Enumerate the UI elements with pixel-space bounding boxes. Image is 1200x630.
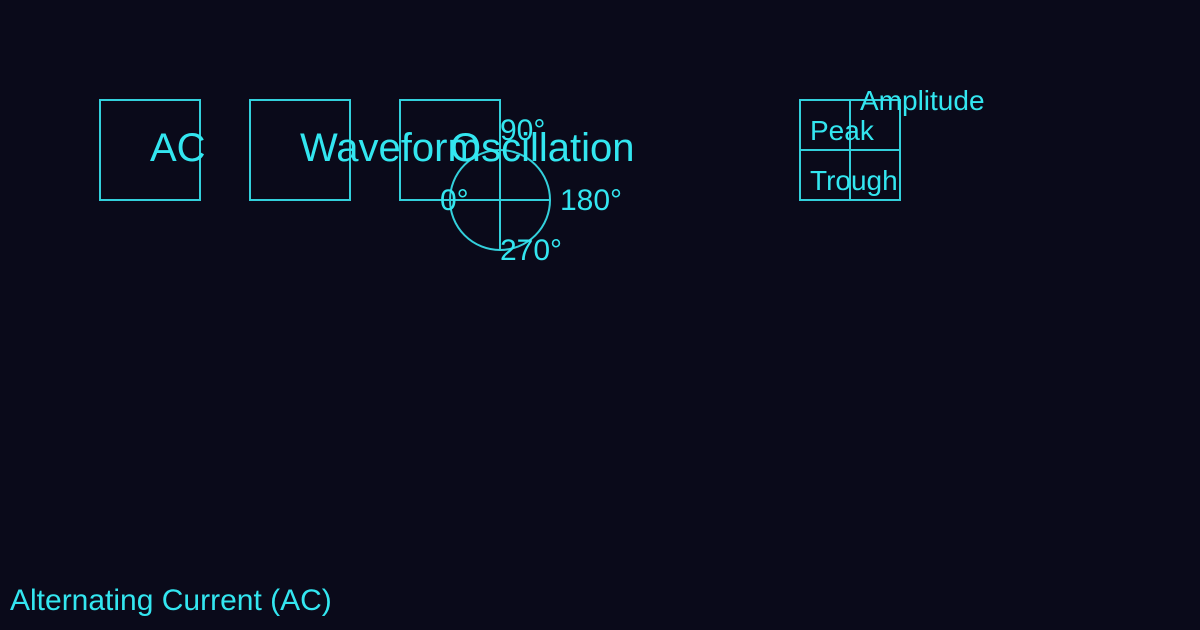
phase-label-0: 0° [440, 184, 469, 217]
peak-label: Peak [810, 115, 874, 146]
phase-label-270: 270° [500, 234, 563, 267]
phase-label-180: 180° [560, 184, 623, 217]
footer-caption: Alternating Current (AC) [10, 584, 332, 617]
waveform-label: Waveform [300, 126, 481, 170]
oscillation-label: Oscillation [450, 126, 635, 170]
waveform-box [249, 99, 351, 201]
ac-box [99, 99, 201, 201]
amplitude-title: Amplitude [860, 85, 985, 116]
trough-label: Trough [810, 165, 898, 196]
ac-label: AC [150, 126, 206, 170]
phase-label-90: 90° [500, 114, 546, 147]
